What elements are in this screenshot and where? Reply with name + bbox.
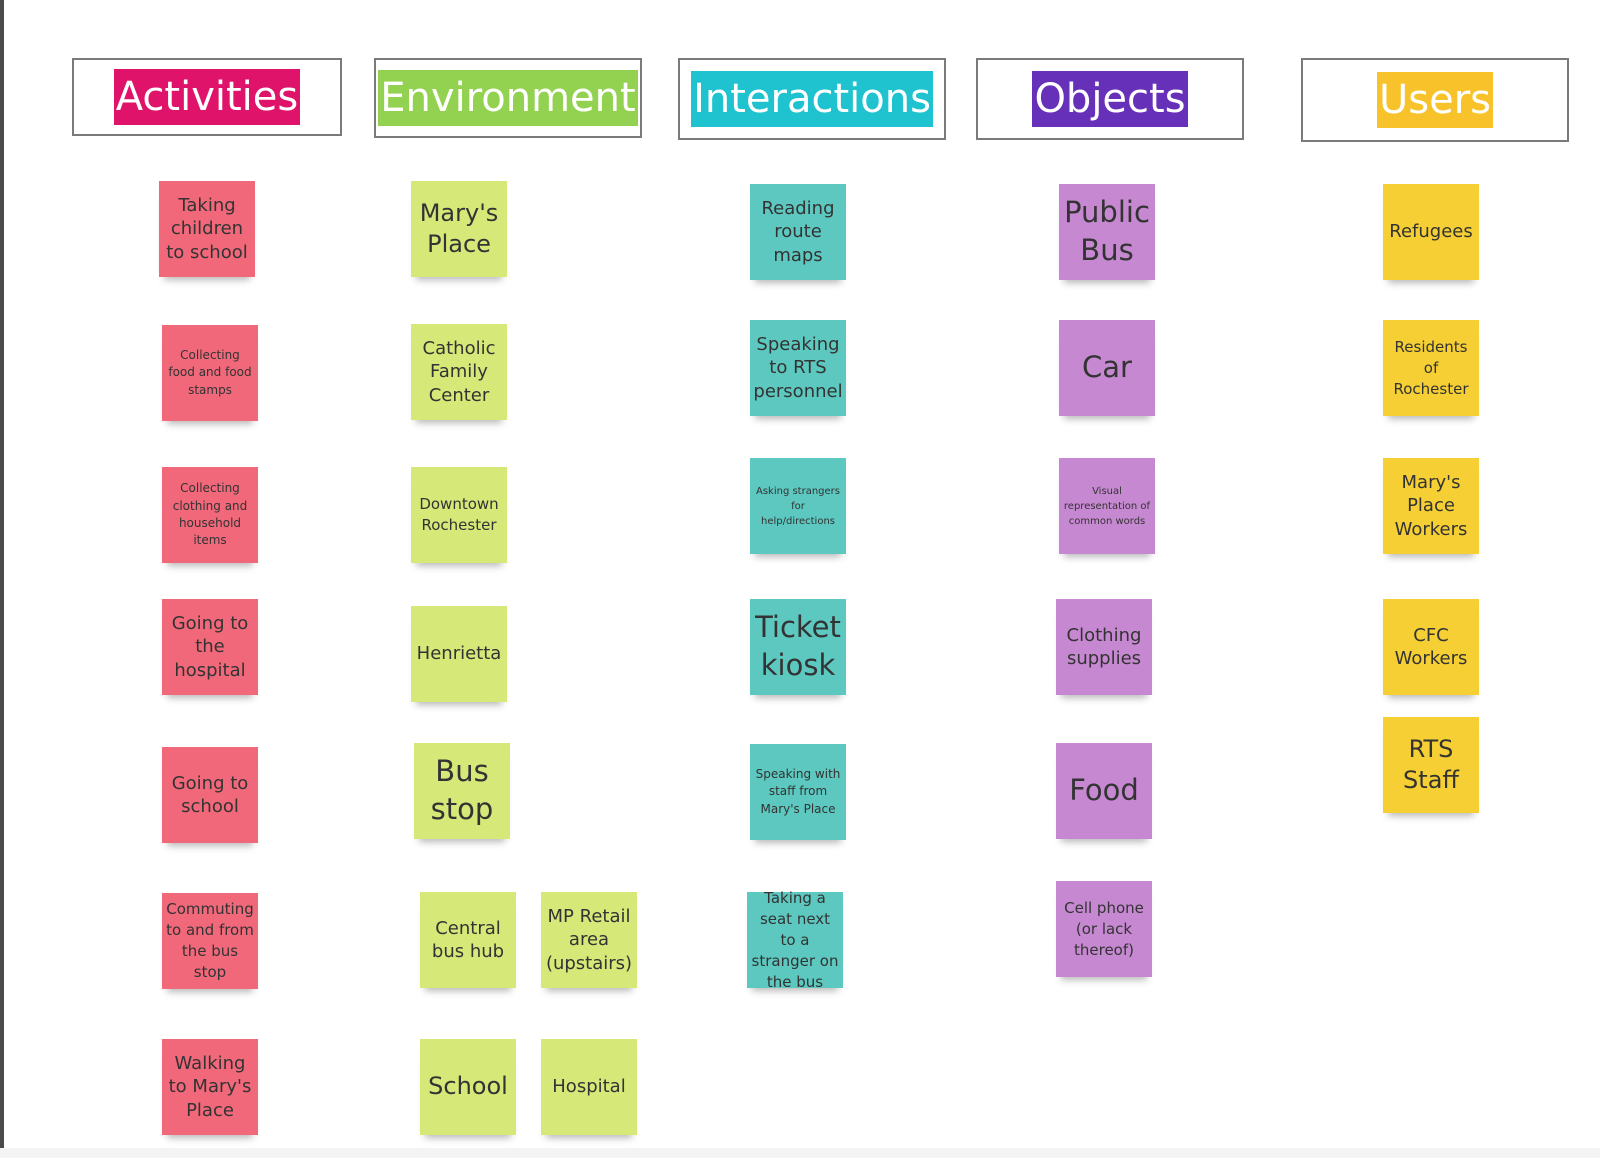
- canvas-left-edge: [0, 0, 4, 1158]
- sticky-note-environment[interactable]: Downtown Rochester: [411, 467, 507, 563]
- header-users-box[interactable]: Users: [1301, 58, 1569, 142]
- sticky-note-object[interactable]: Visual representation of common words: [1059, 458, 1155, 554]
- sticky-note-environment[interactable]: Hospital: [541, 1039, 637, 1135]
- sticky-note-activity[interactable]: Collecting food and food stamps: [162, 325, 258, 421]
- sticky-note-text: Visual representation of common words: [1063, 485, 1151, 527]
- header-objects-label: Objects: [1032, 71, 1188, 127]
- header-environment-label: Environment: [378, 70, 638, 126]
- sticky-note-user[interactable]: RTS Staff: [1383, 717, 1479, 813]
- header-interactions-box[interactable]: Interactions: [678, 58, 946, 140]
- sticky-note-text: Car: [1082, 350, 1132, 385]
- sticky-note-text: Asking strangers for help/directions: [755, 485, 840, 527]
- sticky-note-text: Taking a seat next to a stranger on the …: [751, 888, 839, 991]
- sticky-note-object[interactable]: Cell phone (or lack thereof): [1056, 881, 1152, 977]
- sticky-note-activity[interactable]: Collecting clothing and household items: [162, 467, 258, 563]
- sticky-note-user[interactable]: CFC Workers: [1383, 599, 1479, 695]
- sticky-note-environment[interactable]: Central bus hub: [420, 892, 516, 988]
- sticky-note-text: Refugees: [1389, 221, 1473, 243]
- sticky-note-text: Henrietta: [416, 643, 502, 665]
- sticky-note-text: Catholic Family Center: [422, 337, 496, 406]
- sticky-note-text: Speaking with staff from Mary's Place: [755, 766, 841, 816]
- header-interactions-label: Interactions: [691, 71, 933, 127]
- canvas-bottom-edge: [0, 1148, 1600, 1158]
- sticky-note-activity[interactable]: Going to school: [162, 747, 258, 843]
- sticky-note-text: Walking to Mary's Place: [168, 1052, 252, 1121]
- sticky-note-environment[interactable]: School: [420, 1039, 516, 1135]
- sticky-note-text: School: [428, 1072, 508, 1101]
- sticky-note-interaction[interactable]: Reading route maps: [750, 184, 846, 280]
- sticky-note-text: Collecting clothing and household items: [172, 481, 248, 548]
- sticky-note-environment[interactable]: MP Retail area (upstairs): [541, 892, 637, 988]
- sticky-note-object[interactable]: Clothing supplies: [1056, 599, 1152, 695]
- sticky-note-environment[interactable]: Bus stop: [414, 743, 510, 839]
- sticky-note-text: Central bus hub: [431, 917, 505, 962]
- header-activities-box[interactable]: Activities: [72, 58, 342, 136]
- sticky-note-text: Speaking to RTS personnel: [753, 333, 843, 402]
- sticky-note-activity[interactable]: Commuting to and from the bus stop: [162, 893, 258, 989]
- header-objects-box[interactable]: Objects: [976, 58, 1244, 140]
- sticky-note-text: Going to school: [171, 772, 249, 817]
- sticky-note-text: Hospital: [552, 1076, 626, 1098]
- sticky-note-text: RTS Staff: [1403, 734, 1459, 794]
- header-environment-box[interactable]: Environment: [374, 58, 642, 138]
- sticky-note-activity[interactable]: Going to the hospital: [162, 599, 258, 695]
- sticky-note-text: Ticket kiosk: [755, 610, 841, 682]
- sticky-note-text: Bus stop: [430, 754, 494, 826]
- sticky-note-text: Reading route maps: [761, 197, 835, 266]
- sticky-note-user[interactable]: Residents of Rochester: [1383, 320, 1479, 416]
- sticky-note-text: Mary's Place Workers: [1394, 471, 1468, 540]
- sticky-note-interaction[interactable]: Ticket kiosk: [750, 599, 846, 695]
- sticky-note-text: Residents of Rochester: [1393, 337, 1469, 398]
- header-activities-label: Activities: [113, 69, 301, 125]
- sticky-note-text: Public Bus: [1064, 195, 1150, 267]
- sticky-note-text: Collecting food and food stamps: [168, 347, 252, 397]
- sticky-note-activity[interactable]: Walking to Mary's Place: [162, 1039, 258, 1135]
- sticky-note-text: Going to the hospital: [171, 612, 249, 681]
- sticky-note-text: Commuting to and from the bus stop: [166, 900, 254, 981]
- sticky-note-interaction[interactable]: Asking strangers for help/directions: [750, 458, 846, 554]
- sticky-note-text: Taking children to school: [166, 194, 248, 263]
- sticky-note-text: Clothing supplies: [1066, 624, 1142, 669]
- sticky-note-text: Food: [1069, 773, 1139, 808]
- sticky-note-text: CFC Workers: [1394, 624, 1468, 669]
- sticky-note-environment[interactable]: Catholic Family Center: [411, 324, 507, 420]
- sticky-note-object[interactable]: Food: [1056, 743, 1152, 839]
- header-users-label: Users: [1376, 72, 1493, 128]
- sticky-note-object[interactable]: Car: [1059, 320, 1155, 416]
- sticky-note-text: Downtown Rochester: [419, 495, 499, 534]
- sticky-note-environment[interactable]: Henrietta: [411, 606, 507, 702]
- sticky-note-activity[interactable]: Taking children to school: [159, 181, 255, 277]
- sticky-note-environment[interactable]: Mary's Place: [411, 181, 507, 277]
- sticky-note-text: MP Retail area (upstairs): [545, 905, 633, 974]
- sticky-note-interaction[interactable]: Taking a seat next to a stranger on the …: [747, 889, 843, 991]
- sticky-note-user[interactable]: Mary's Place Workers: [1383, 458, 1479, 554]
- sticky-note-interaction[interactable]: Speaking with staff from Mary's Place: [750, 744, 846, 840]
- sticky-note-text: Cell phone (or lack thereof): [1064, 898, 1144, 959]
- sticky-note-text: Mary's Place: [419, 198, 499, 258]
- sticky-note-user[interactable]: Refugees: [1383, 184, 1479, 280]
- sticky-note-object[interactable]: Public Bus: [1059, 184, 1155, 280]
- sticky-note-interaction[interactable]: Speaking to RTS personnel: [750, 320, 846, 416]
